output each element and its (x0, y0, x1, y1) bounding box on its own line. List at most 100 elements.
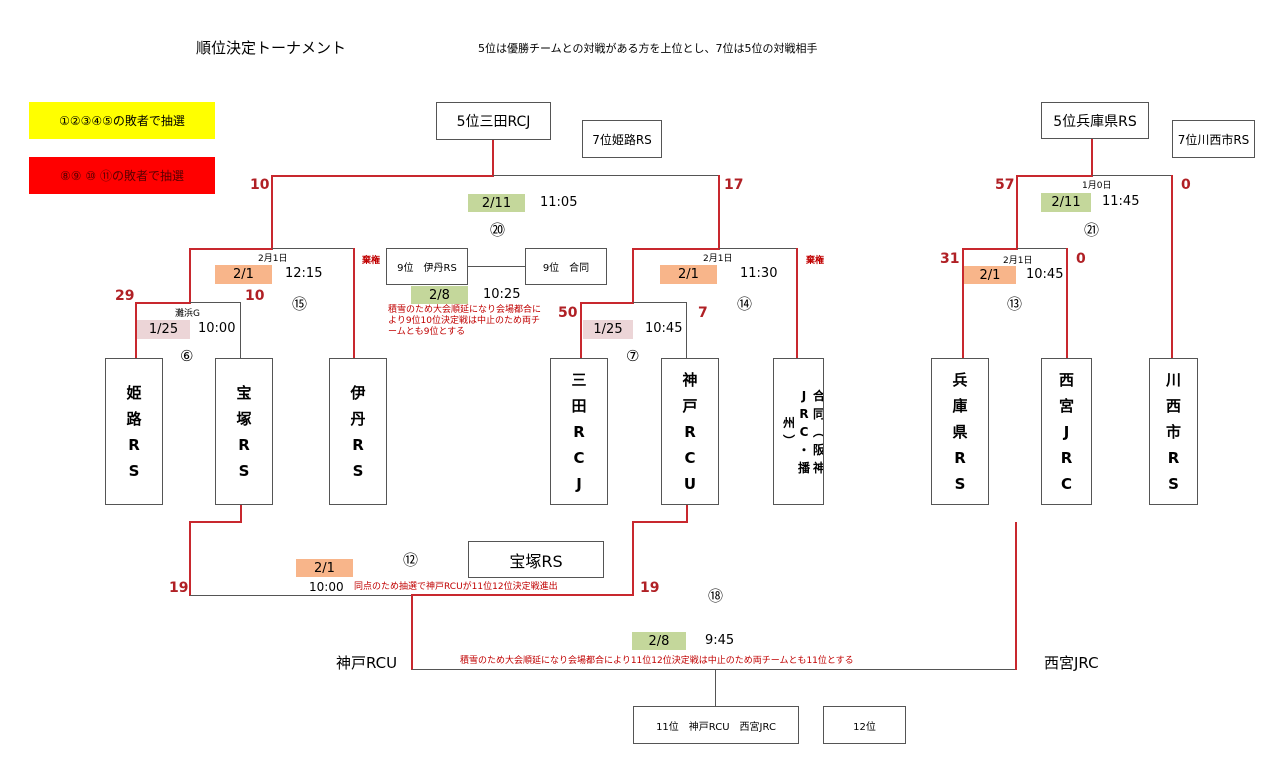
team-char: S (352, 461, 364, 480)
bracket-line (190, 302, 240, 303)
m13-day-label: 2月1日 (1003, 256, 1033, 266)
m7-number: ⑦ (626, 347, 640, 365)
m13-score-left: 31 (940, 251, 960, 267)
team-godo-col2: J R C ・ 播 (798, 387, 810, 477)
bracket-line (190, 595, 412, 596)
bracket-line (1171, 175, 1173, 358)
seventh-place-left-label: 7位姫路RS (592, 132, 652, 147)
m20-score-left: 10 (250, 177, 270, 193)
bracket-line (715, 669, 716, 706)
m12-note: 同点のため抽選で神戸RCUが11位12位決定戦進出 (354, 582, 558, 592)
team-char: S (128, 461, 140, 480)
team-itami: 伊 丹 R S (329, 358, 387, 505)
bracket-line (493, 175, 720, 176)
team-char: R (1167, 448, 1180, 467)
team-hyogo: 兵 庫 県 R S (931, 358, 989, 505)
team-char: 合 (812, 388, 824, 403)
bracket-line (271, 175, 273, 250)
m12-date: 2/1 (296, 559, 353, 577)
team-char: 庫 (952, 396, 968, 415)
bracket-line (632, 521, 688, 523)
m6-time: 10:00 (198, 321, 236, 336)
team-sanda: 三 田 R C J (550, 358, 608, 505)
team-char: 播 (797, 460, 810, 475)
m13-date: 2/1 (964, 266, 1016, 284)
bracket-line (580, 302, 634, 304)
team-char: 神 (682, 370, 698, 389)
bracket-line (719, 248, 798, 249)
team-char: 田 (571, 396, 587, 415)
legend-yellow: ①②③④⑤の敗者で抽選 (29, 102, 215, 139)
team-char: S (954, 474, 966, 493)
legend-red: ⑧⑨ ⑩ ⑪の敗者で抽選 (29, 157, 215, 194)
team-char: 姫 (126, 383, 142, 402)
team-char: C (573, 448, 585, 467)
m12-score-right: 19 (640, 580, 660, 596)
m14-number: ⑭ (737, 295, 753, 313)
team-char: 伊 (350, 383, 366, 402)
bracket-line (412, 669, 1017, 670)
team-char: U (683, 474, 697, 493)
fifth-place-left-box: 5位三田RCJ (436, 102, 551, 140)
m21-score-right: 0 (1181, 177, 1191, 193)
team-char: 兵 (952, 370, 968, 389)
page-title: 順位決定トーナメント (196, 39, 347, 57)
team-godo: 合 同 ︵ 阪 神 J R C ・ 播 州 ︶ (773, 358, 824, 505)
m14-time: 11:30 (740, 266, 778, 281)
team-char: 川 (1165, 370, 1181, 389)
team-char: 州 (782, 415, 795, 430)
bracket-line (189, 248, 273, 250)
m15-date: 2/1 (215, 265, 272, 284)
team-char: R (238, 435, 250, 454)
team-char: 同 (812, 406, 824, 421)
m21-time: 11:45 (1102, 194, 1140, 209)
seventh-place-right-label: 7位川西市RS (1177, 132, 1250, 147)
m9th-time: 10:25 (483, 287, 521, 302)
bracket-line (189, 521, 191, 596)
team-kobe: 神 戸 R C U (661, 358, 719, 505)
bracket-line (632, 521, 634, 596)
m18-right-team: 西宮JRC (1044, 654, 1099, 672)
m7-time: 10:45 (645, 321, 683, 336)
m6-venue: 灘浜G (175, 309, 200, 319)
team-godo-col1: 合 同 ︵ 阪 神 (812, 387, 824, 477)
bracket-line (135, 302, 191, 304)
team-char: 戸 (682, 396, 698, 415)
bracket-line (135, 302, 137, 358)
seventh-place-left-box: 7位姫路RS (582, 120, 662, 158)
ninth-place-tie-label: 9位 合同 (542, 263, 590, 274)
ninth-place-label: 9位 伊丹RS (397, 263, 457, 274)
team-char: C (684, 448, 696, 467)
bracket-line (632, 248, 634, 303)
ninth-place-box: 9位 伊丹RS (386, 248, 468, 285)
team-char: R (352, 435, 364, 454)
team-char: J (801, 388, 807, 403)
legend-yellow-label: ①②③④⑤の敗者で抽選 (59, 114, 185, 128)
team-char: 県 (952, 422, 968, 441)
team-char: 三 (571, 370, 587, 389)
bracket-line (1091, 139, 1093, 177)
bracket-line (962, 248, 1018, 250)
twelfth-place-box: 12位 (823, 706, 906, 744)
team-char: 路 (126, 409, 142, 428)
bracket-line (353, 248, 355, 358)
eleventh-place-label: 11位 神戸RCU 西宮JRC (656, 721, 776, 733)
team-char: 西 (1165, 396, 1181, 415)
m21-score-left: 57 (995, 177, 1015, 193)
team-char: R (128, 435, 140, 454)
bracket-line (411, 594, 413, 670)
m15-number: ⑮ (292, 295, 308, 313)
bracket-line (411, 594, 634, 596)
bracket-line (189, 248, 191, 303)
team-char: J (1063, 422, 1070, 441)
takarazuka-result-label: 宝塚RS (509, 551, 563, 571)
m18-number: ⑱ (708, 587, 724, 605)
m12-time: 10:00 (309, 580, 344, 594)
legend-red-label: ⑧⑨ ⑩ ⑪の敗者で抽選 (60, 169, 184, 183)
m12-number: ⑫ (403, 551, 419, 569)
m9th-date: 2/8 (411, 286, 468, 304)
ninth-place-tie-box: 9位 合同 (525, 248, 607, 285)
team-char: ・ (797, 442, 810, 457)
fifth-place-right-box: 5位兵庫県RS (1041, 102, 1149, 139)
m9th-note: 積雪のため大会順延になり会場都合により9位10位決定戦は中止のため両チームとも9… (388, 305, 542, 337)
